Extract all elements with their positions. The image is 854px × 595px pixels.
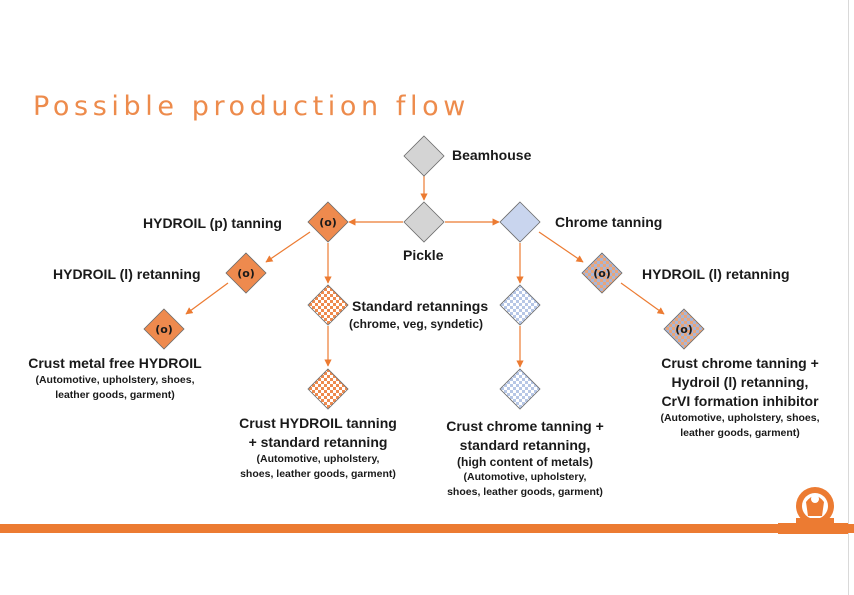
outcome-chrome-standard-line1: Crust chrome tanning +	[446, 418, 604, 434]
pickle-label: Pickle	[403, 247, 444, 263]
hydroil-l-retanning-right-diamond	[581, 252, 623, 294]
hydroil-l-retanning-left-diamond	[225, 252, 267, 294]
outcome-chrome-standard-sub1: (Automotive, upholstery,	[463, 471, 587, 483]
arrow-tanning-left-retanning	[265, 231, 311, 263]
arrow-left-retanning-metal-free	[185, 282, 229, 315]
outcome-metal-free-sub2: leather goods, garment)	[55, 389, 175, 401]
outcome-chrome-hydroil-line2: Hydroil (l) retanning,	[671, 374, 809, 390]
standard-retannings-diamond	[307, 284, 349, 326]
chrome-standard-crust-diamond	[499, 368, 541, 410]
beamhouse-label: Beamhouse	[452, 147, 532, 163]
hydroil-standard-crust-diamond	[307, 368, 349, 410]
symbol-chrome-hydroil: (o)	[675, 323, 693, 336]
outcome-chrome-hydroil-sub1: (Automotive, upholstery, shoes,	[660, 412, 820, 424]
metal-free-diamond	[143, 308, 185, 350]
outcome-metal-free-title: Crust metal free HYDROIL	[28, 355, 202, 371]
outcome-hydroil-standard-sub1: (Automotive, upholstery,	[256, 453, 380, 465]
arrow-right-retanning-chrome-hydroil	[620, 282, 665, 315]
symbol-metal-free: (o)	[155, 323, 173, 336]
outcome-metal-free: Crust metal free HYDROIL (Automotive, up…	[10, 354, 220, 403]
standard-retannings-sub-label: (chrome, veg, syndetic)	[349, 317, 484, 331]
outcome-chrome-standard: Crust chrome tanning + standard retannin…	[425, 417, 625, 500]
outcome-hydroil-standard-line2: + standard retanning	[248, 434, 388, 450]
hydroil-p-tanning-diamond	[307, 201, 349, 243]
chrome-tanning-diamond	[499, 201, 541, 243]
outcome-hydroil-standard: Crust HYDROIL tanning + standard retanni…	[218, 414, 418, 482]
outcome-chrome-standard-line2: standard retanning,	[459, 437, 591, 453]
outcome-chrome-hydroil-sub2: leather goods, garment)	[680, 427, 800, 439]
standard-retannings-label: Standard retannings	[352, 298, 489, 314]
beamhouse-diamond	[403, 135, 445, 177]
outcome-metal-free-sub1: (Automotive, upholstery, shoes,	[35, 374, 195, 386]
right-edge-divider	[848, 0, 849, 595]
symbol-hydroil-l-right: (o)	[593, 267, 611, 280]
hydroil-p-tanning-label: HYDROIL (p) tanning	[143, 215, 282, 231]
outcome-chrome-hydroil-line3: CrVI formation inhibitor	[661, 393, 819, 409]
outcome-hydroil-standard-line1: Crust HYDROIL tanning	[239, 415, 397, 431]
outcome-chrome-hydroil: Crust chrome tanning + Hydroil (l) retan…	[635, 354, 845, 441]
company-logo	[796, 487, 834, 525]
outcome-chrome-hydroil-line1: Crust chrome tanning +	[661, 355, 819, 371]
chrome-standard-retannings-diamond	[499, 284, 541, 326]
outcome-chrome-standard-sub2: shoes, leather goods, garment)	[447, 486, 603, 498]
symbol-hydroil-l-left: (o)	[237, 267, 255, 280]
arrow-chrome-right-retanning	[538, 231, 584, 263]
hydroil-l-retanning-left-label: HYDROIL (l) retanning	[53, 266, 201, 282]
pickle-diamond	[403, 201, 445, 243]
chrome-hydroil-diamond	[663, 308, 705, 350]
outcome-chrome-standard-line3: (high content of metals)	[457, 455, 593, 469]
outcome-hydroil-standard-sub2: shoes, leather goods, garment)	[240, 468, 396, 480]
symbol-hydroil-p-tanning: (o)	[319, 216, 337, 229]
slide-title: Possible production flow	[33, 91, 470, 122]
chrome-tanning-label: Chrome tanning	[555, 214, 663, 230]
logo-wordmark	[778, 523, 848, 534]
footer-accent-bar	[0, 524, 854, 533]
hydroil-l-retanning-right-label: HYDROIL (l) retanning	[642, 266, 790, 282]
